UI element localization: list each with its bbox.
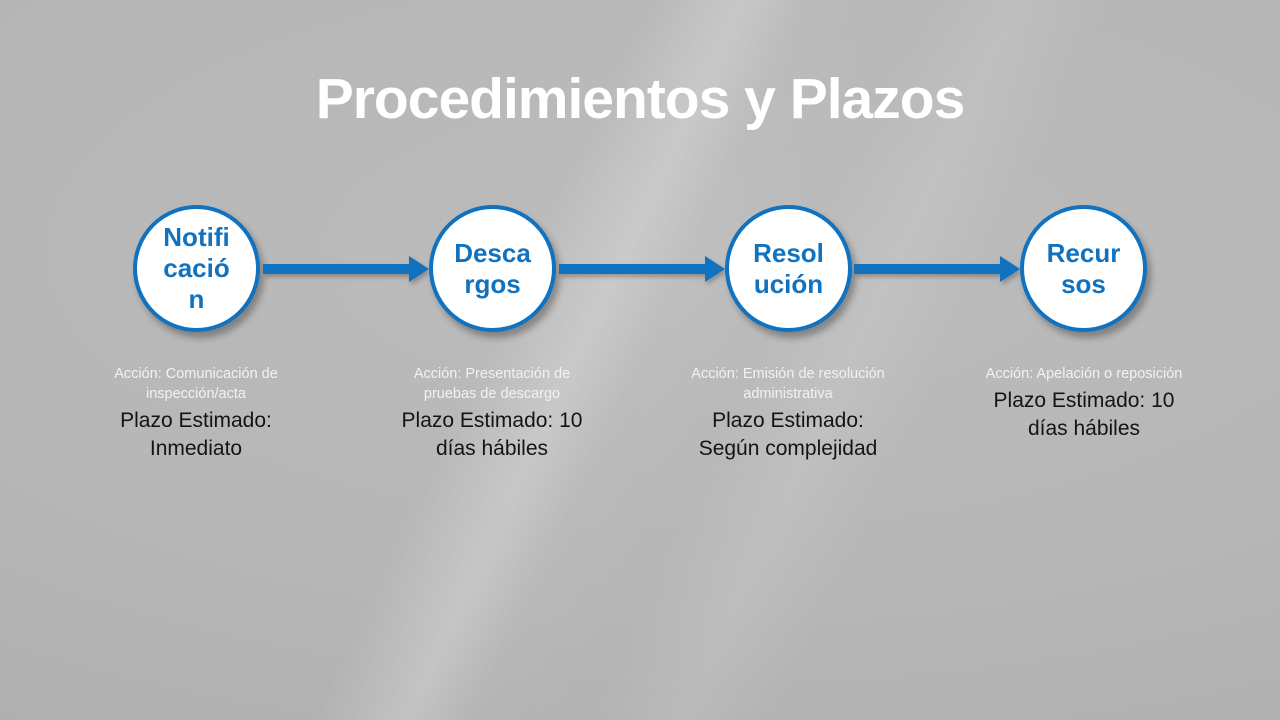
accion-text: Acción: Presentación de pruebas de desca… [413,366,571,402]
arrow-connector-icon [854,256,1020,282]
stage-circle-label: Recur sos [1046,237,1121,299]
accion-text: Acción: Emisión de resolución administra… [691,366,885,402]
stage-description-recursos: Acción: Apelación o reposición Plazo Est… [936,364,1232,444]
arrow-shaft [854,264,1004,274]
arrow-shaft [559,264,709,274]
arrow-connector-icon [559,256,725,282]
stage-circle-label: Resol ución [753,237,824,299]
plazo-text: Plazo Estimado: 10 días hábiles [401,409,583,461]
arrow-head [1000,256,1020,282]
stage-description-descargos: Acción: Presentación de pruebas de desca… [344,364,640,464]
arrow-shaft [263,264,413,274]
stage-circle-notificacion: Notifi cació n [133,205,260,332]
stage-circle-resolucion: Resol ución [725,205,852,332]
stage-circle-label: Notifi cació n [163,222,230,314]
accion-text: Acción: Comunicación de inspección/acta [114,366,278,402]
stage-circle-descargos: Desca rgos [429,205,556,332]
plazo-text: Plazo Estimado: Inmediato [120,409,272,461]
stage-circle-label: Desca rgos [454,237,531,299]
plazo-text: Plazo Estimado: 10 días hábiles [993,389,1175,441]
plazo-text: Plazo Estimado: Según complejidad [698,409,878,461]
stage-description-notificacion: Acción: Comunicación de inspección/acta … [48,364,344,464]
arrow-connector-icon [263,256,429,282]
process-flow-diagram: Notifi cació n Desca rgos Resol ución Re… [0,205,1280,335]
accion-text: Acción: Apelación o reposición [985,366,1183,382]
slide-title: Procedimientos y Plazos [315,67,966,131]
stage-description-resolucion: Acción: Emisión de resolución administra… [640,364,936,464]
arrow-head [705,256,725,282]
arrow-head [409,256,429,282]
stage-circle-recursos: Recur sos [1020,205,1147,332]
